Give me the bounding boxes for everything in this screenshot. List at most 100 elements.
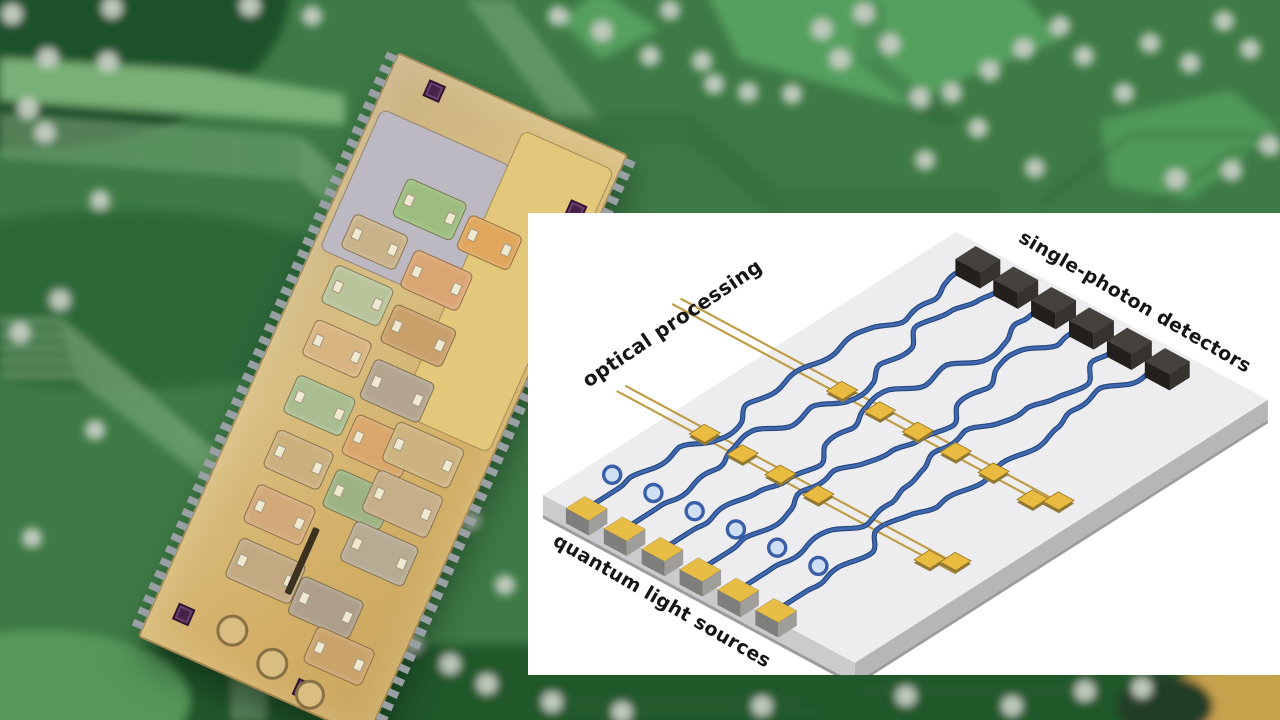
pcb-pad-hole [902, 692, 910, 700]
quantum-light-source-cube [603, 516, 646, 542]
chip-round-pad [211, 609, 254, 652]
pcb-pad-hole [308, 12, 316, 20]
waveguide [733, 343, 1124, 594]
pcb-pad-hole [1172, 175, 1180, 183]
pcb-pad-hole [1008, 702, 1016, 710]
phase-shifter-pad [802, 485, 835, 505]
pcb-trace [468, 0, 562, 122]
ring-resonator [808, 555, 829, 577]
single-photon-detector-cube [1144, 347, 1191, 375]
pcb-pad-hole [548, 698, 556, 706]
waveguide [771, 364, 1162, 615]
pcb-pad-hole [921, 156, 929, 164]
quantum-light-source-cube-side [740, 590, 759, 618]
chip-round-pad [251, 642, 294, 685]
single-photon-detector-cube-side [955, 259, 980, 289]
pcb-pad-hole [836, 55, 844, 63]
pcb-pad-hole [916, 94, 924, 102]
pcb-pad-hole [974, 124, 982, 132]
pcb-trace [540, 116, 1000, 197]
phase-shifter-pad [764, 464, 797, 484]
single-photon-detector-cube-side [1144, 361, 1170, 391]
ring-resonator [601, 464, 623, 485]
pcb-pad-hole [56, 296, 64, 304]
pcb-light-band [0, 58, 345, 125]
pcb-trace [504, 0, 598, 122]
single-photon-detector-cube-side [1055, 300, 1076, 330]
pcb-pad-hole [104, 58, 112, 66]
phase-shifter-pad [825, 380, 859, 400]
pcb-pad-hole [1146, 39, 1154, 47]
pcb-pad-hole [108, 4, 116, 12]
waveguide [695, 323, 1087, 574]
pcb-pad-hole [758, 702, 766, 710]
pcb-pad-hole [501, 581, 509, 589]
pcb-pad-hole [598, 27, 606, 35]
pcb-light-glow [0, 630, 190, 720]
waveguide [657, 303, 1049, 553]
pcb-pad-hole [860, 9, 868, 17]
single-photon-detector-cube [954, 245, 1001, 273]
chip-slab-side [854, 399, 1268, 683]
quantum-light-source-cube-side [603, 528, 627, 556]
pcb-pad-hole [1081, 687, 1089, 695]
quantum-light-source-cube-side [626, 529, 646, 556]
chip-block [261, 428, 336, 492]
pcb-pad-hole [1228, 167, 1236, 175]
pcb-pad-hole [1246, 45, 1254, 53]
quantum-processor-schematic [543, 231, 1268, 687]
waveguide [581, 262, 973, 513]
phase-shifter-pad [1042, 491, 1075, 511]
single-photon-detector-cube-side [1069, 320, 1094, 350]
single-photon-detector-cube-side [1106, 340, 1132, 370]
pcb-pad-hole [24, 104, 32, 112]
pcb-trace [486, 0, 580, 122]
quantum-light-source-cube-side [588, 508, 608, 536]
quantum-light-source-cube-side [702, 570, 721, 597]
pcb-pad-hole [91, 426, 99, 434]
pcb-trace [495, 0, 589, 122]
pcb-pad-hole [1031, 164, 1039, 172]
pcb-trace [477, 0, 571, 122]
ring-resonator [684, 501, 705, 522]
pcb-pad-hole [788, 90, 796, 98]
pcb-pad-hole [1056, 22, 1064, 30]
pcb-pad-hole [246, 2, 254, 10]
single-photon-detector-cube-side [1169, 361, 1190, 391]
quantum-light-source-cube-side [641, 549, 665, 577]
quantum-light-source-cube-side [679, 569, 703, 597]
pcb-light-patch [1100, 90, 1280, 200]
phase-shifter-pad [726, 444, 759, 464]
single-photon-detector-cube [1106, 327, 1153, 355]
pcb-pad-hole [698, 57, 706, 65]
pcb-trace [540, 127, 1000, 208]
quantum-light-source-cube [754, 597, 798, 624]
phase-shifter-pad [939, 442, 972, 462]
pcb-pad-hole [618, 708, 626, 716]
single-photon-detector-cube [1030, 286, 1077, 314]
pcb-pad-hole [646, 52, 654, 60]
pcb-pad-hole [1186, 59, 1194, 67]
pcb-pad-hole [986, 67, 994, 75]
single-photon-detector-cube-side [980, 259, 1001, 289]
pcb-pad-hole [44, 54, 52, 62]
chip-block [300, 317, 374, 380]
pcb-pad-hole [446, 660, 454, 668]
single-photon-detector-cube-side [1093, 320, 1114, 350]
single-photon-detector-cube-side [1031, 300, 1056, 330]
pcb-trace [878, 0, 961, 127]
single-photon-detector-cube-side [993, 279, 1018, 309]
chip-alignment-marker [422, 79, 447, 103]
pcb-pad-hole [16, 329, 24, 337]
pcb-pad-hole [710, 80, 718, 88]
pcb-pad-hole [1020, 45, 1028, 53]
single-photon-detector-cube [992, 266, 1039, 294]
pcb-pad-hole [8, 10, 16, 18]
quantum-light-source-cube [716, 577, 760, 603]
pcb-pad-hole [1138, 684, 1146, 692]
pcb-pad-hole [554, 12, 562, 20]
quantum-light-source-cube-side [565, 508, 589, 536]
pcb-pad-hole [666, 6, 674, 14]
pcb-pad-hole [886, 40, 894, 48]
